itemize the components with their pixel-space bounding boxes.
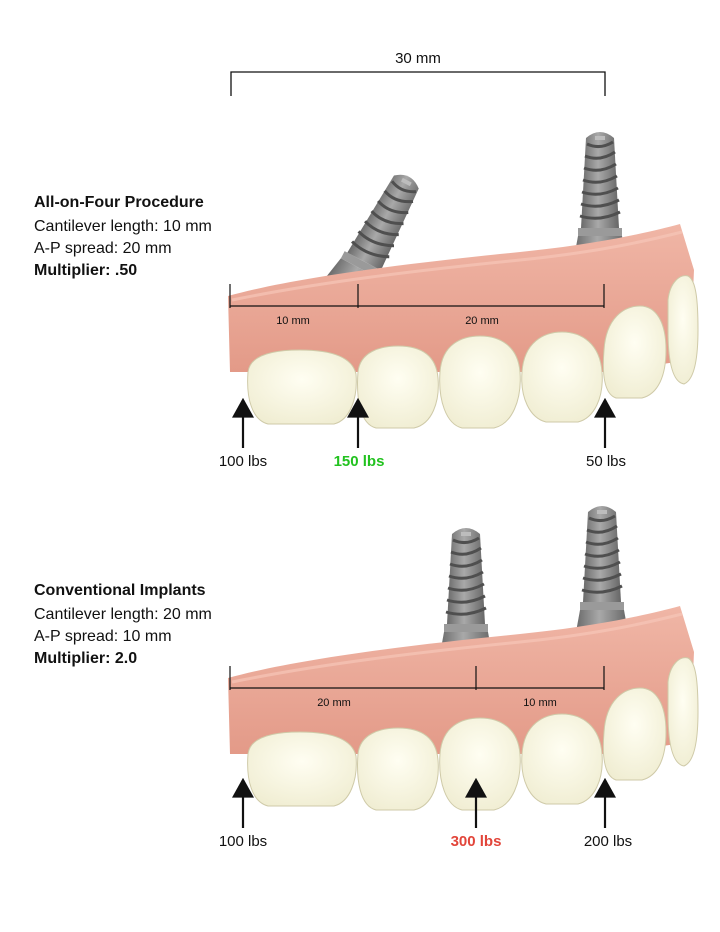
segment-label-1: 20 mm <box>317 697 351 709</box>
force-label-center: 150 lbs <box>333 453 385 470</box>
force-label-center: 300 lbs <box>450 833 502 850</box>
implant-2 <box>574 504 630 634</box>
span-label: 30 mm <box>395 50 441 67</box>
multiplier: Multiplier: 2.0 <box>34 650 138 667</box>
force-label-left: 100 lbs <box>218 453 268 470</box>
span-bracket <box>230 71 606 96</box>
multiplier: Multiplier: .50 <box>34 262 138 279</box>
force-label-right: 200 lbs <box>583 833 633 850</box>
segment-dimension-line <box>229 666 605 690</box>
panel-all-on-four <box>226 130 700 448</box>
force-arrows <box>232 777 616 828</box>
cantilever-length: Cantilever length: 10 mm <box>34 218 212 235</box>
force-label-right: 50 lbs <box>585 453 627 470</box>
segment-label-2: 10 mm <box>523 697 557 709</box>
ap-spread: A-P spread: 20 mm <box>34 240 172 257</box>
panel-2-info: Conventional Implants Cantilever length:… <box>34 580 212 670</box>
panel-title: All-on-Four Procedure <box>34 194 204 211</box>
segment-label-1: 10 mm <box>276 315 310 327</box>
cantilever-length: Cantilever length: 20 mm <box>34 606 212 623</box>
force-label-left: 100 lbs <box>218 833 268 850</box>
force-arrows <box>232 397 616 448</box>
panel-title: Conventional Implants <box>34 582 206 599</box>
ap-spread: A-P spread: 10 mm <box>34 628 172 645</box>
panel-conventional <box>226 504 700 828</box>
segment-dimension-line <box>229 284 605 308</box>
segment-label-2: 20 mm <box>465 315 499 327</box>
panel-1-info: All-on-Four Procedure Cantilever length:… <box>34 192 212 282</box>
implant-1 <box>438 526 494 656</box>
